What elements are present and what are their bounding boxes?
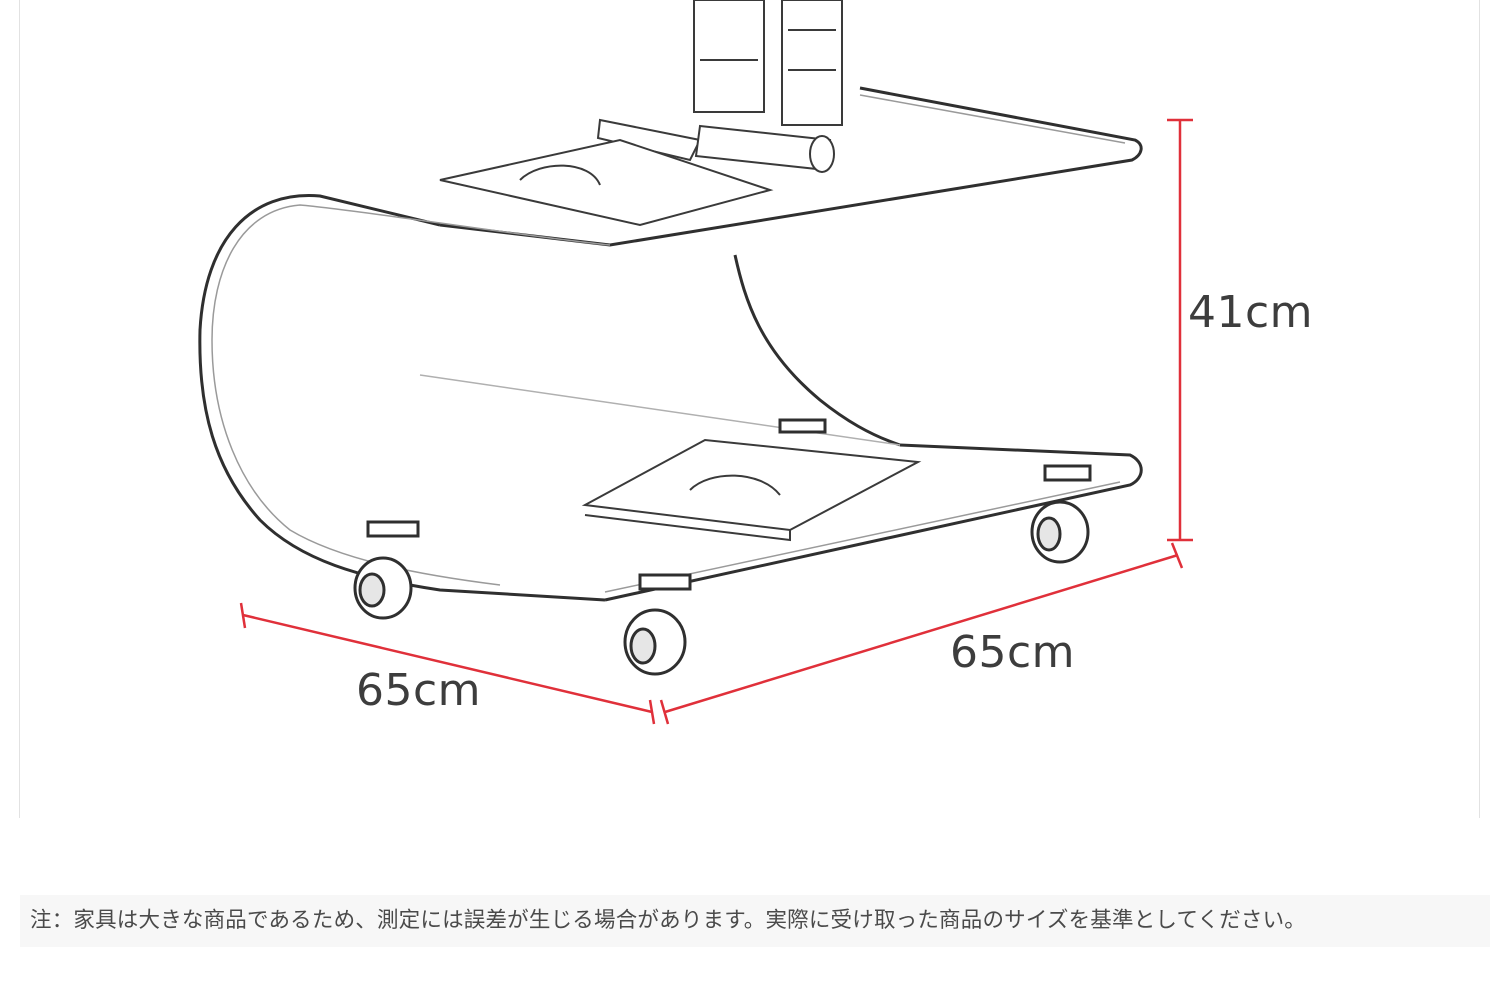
caster-front xyxy=(623,573,692,676)
width-dimension-line xyxy=(659,542,1184,725)
product-sketch xyxy=(198,0,1193,725)
caster-left xyxy=(353,520,420,620)
dimension-lines xyxy=(239,118,1193,725)
caster-wheels xyxy=(353,418,1092,676)
decor-magazine-bottom xyxy=(581,438,922,542)
note-banner xyxy=(20,895,1490,947)
height-dimension-label: 41cm xyxy=(1188,287,1314,338)
width-dimension-label: 65cm xyxy=(950,627,1076,678)
decor-rolled-paper xyxy=(596,118,835,173)
height-dimension-line xyxy=(1167,118,1193,542)
decor-cans xyxy=(693,0,843,126)
caster-back xyxy=(778,418,827,434)
depth-dimension-line xyxy=(239,602,656,725)
depth-dimension-label: 65cm xyxy=(356,665,482,716)
size-disclaimer-note: 注：家具は大きな商品であるため、測定には誤差が生じる場合があります。実際に受け取… xyxy=(30,908,1307,933)
caster-right xyxy=(1030,464,1092,564)
decor-magazine-top xyxy=(439,138,774,227)
